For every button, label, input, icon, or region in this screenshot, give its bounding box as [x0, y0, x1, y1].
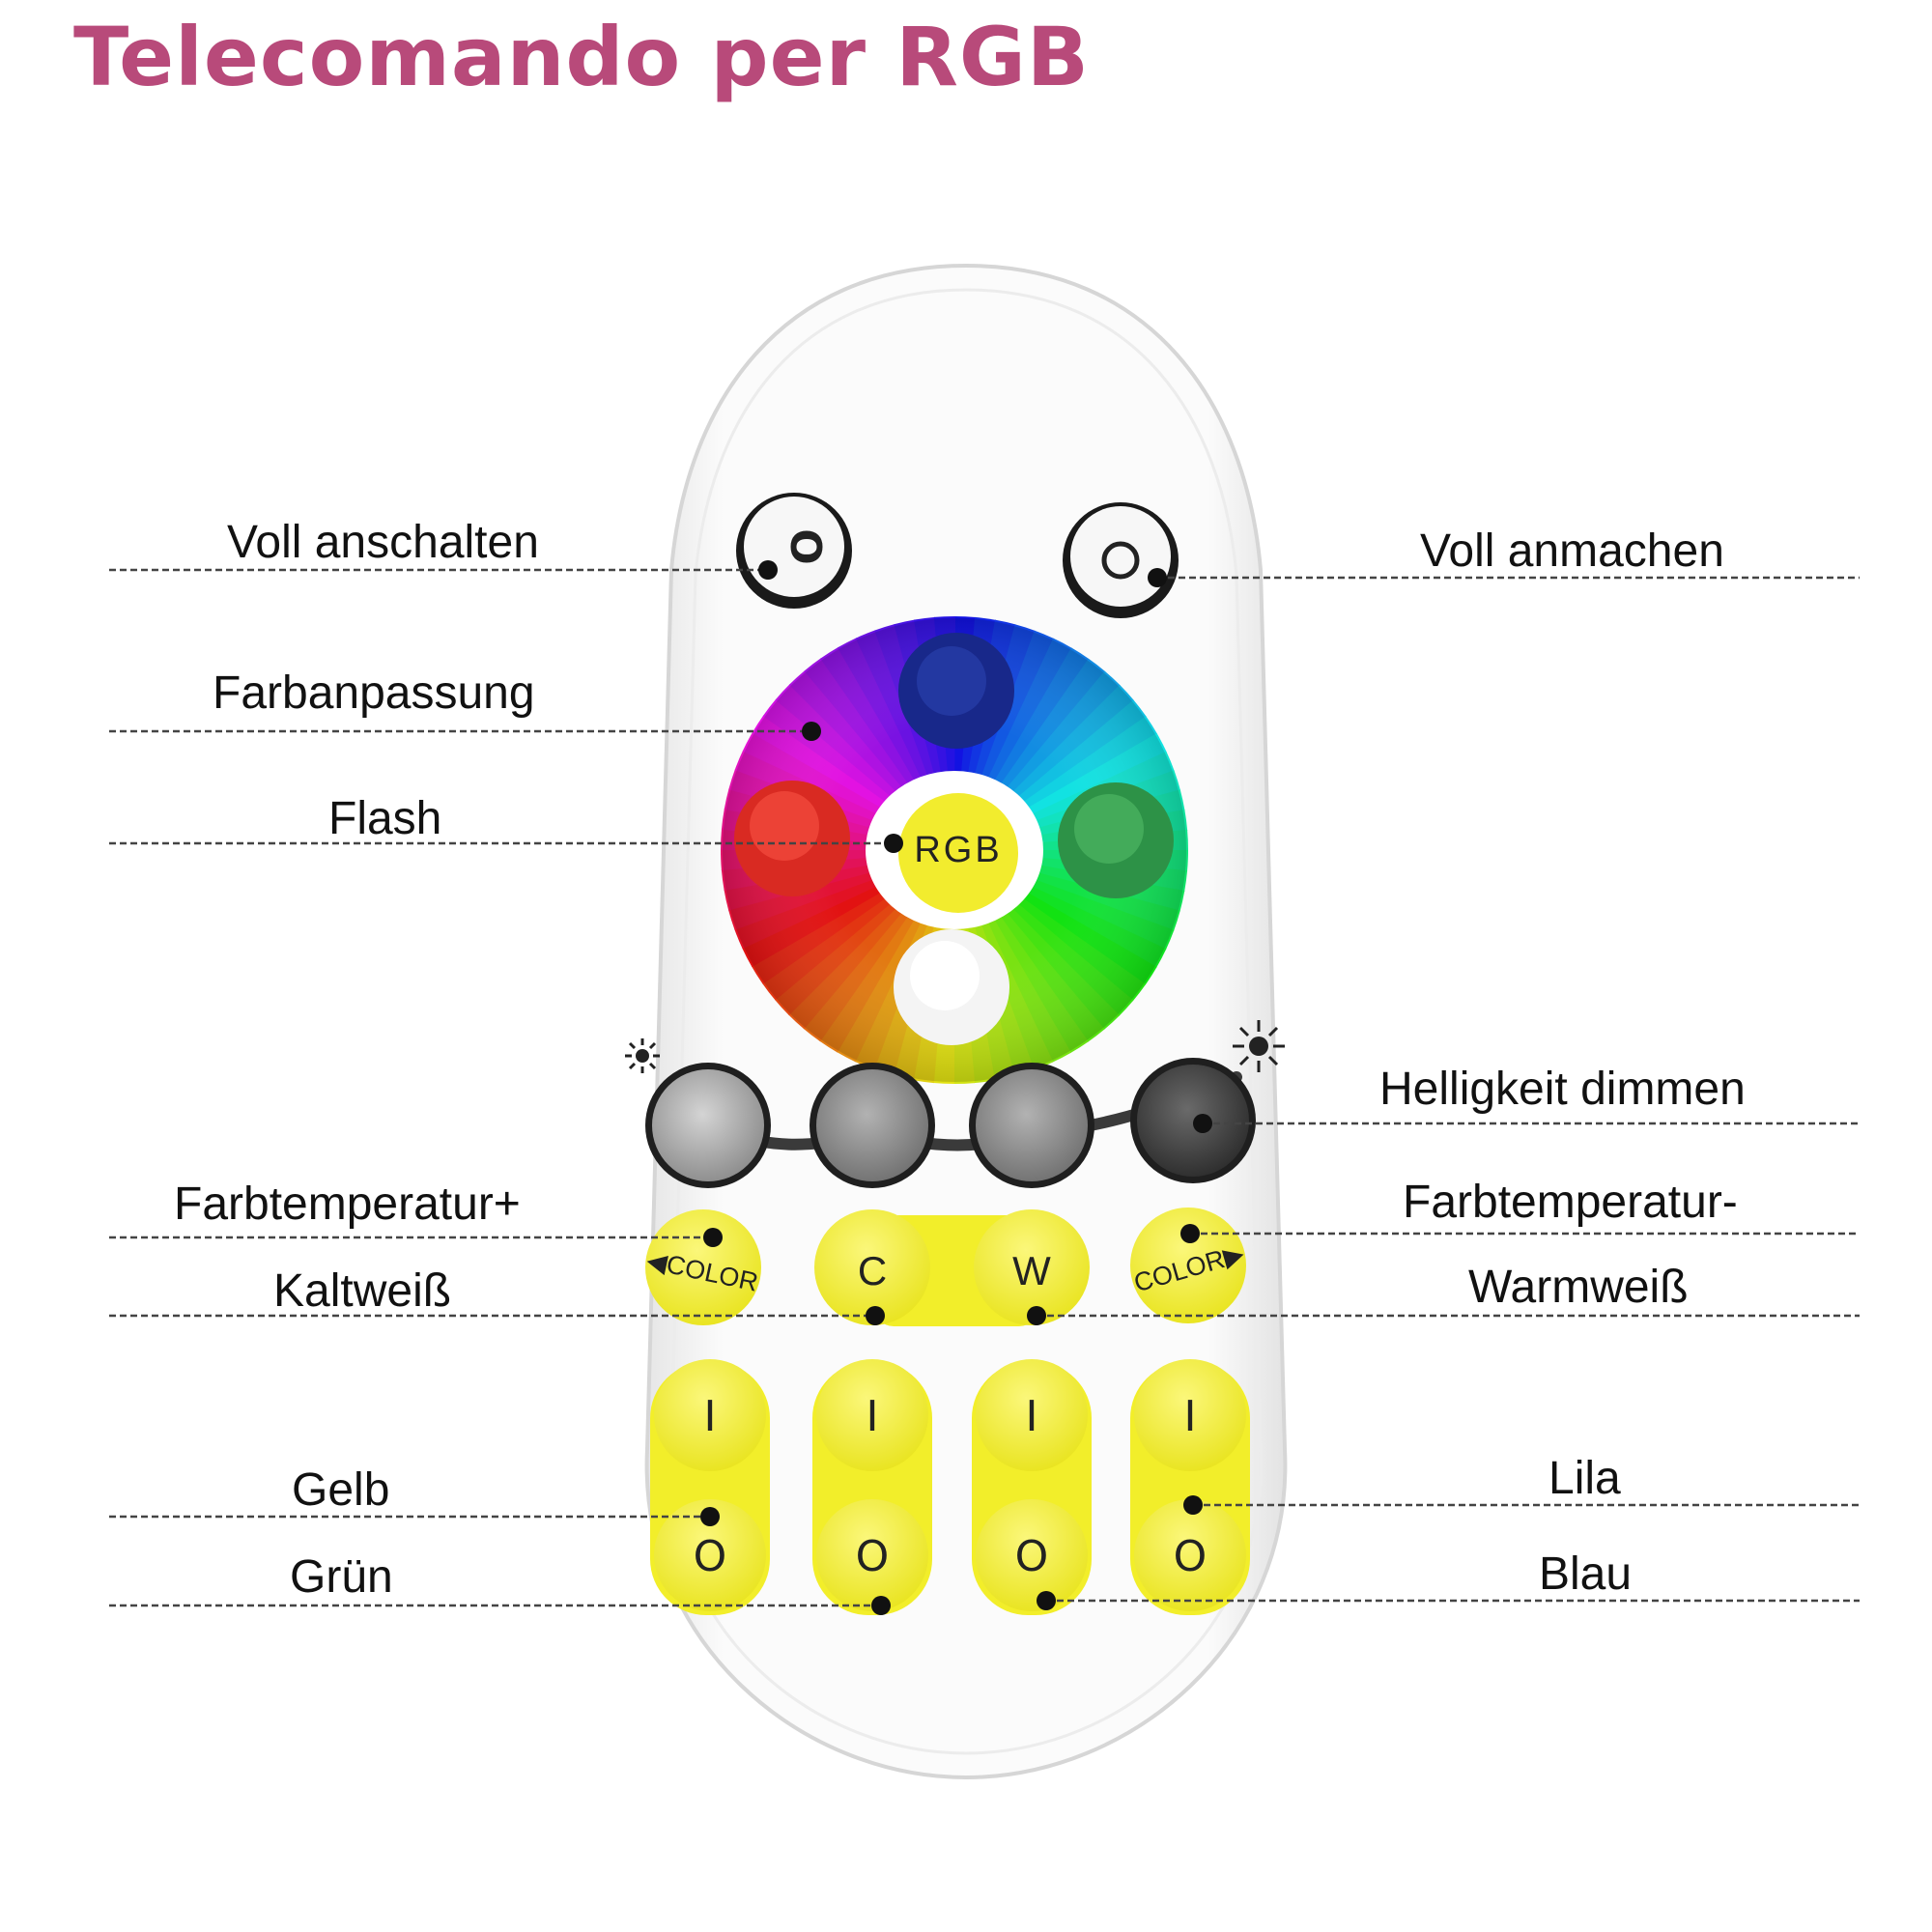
label-lila: Lila	[1548, 1453, 1621, 1504]
zone-button-off-glyph: O	[694, 1532, 727, 1581]
temperature-row: ◀COLOR C W COLOR▶	[644, 1208, 1247, 1326]
marker-kaltweiss	[866, 1306, 885, 1325]
green-color-button[interactable]	[1058, 782, 1174, 898]
power-on-ring-icon	[1101, 541, 1140, 580]
marker-farbtemperatur-minus	[1180, 1224, 1200, 1243]
brightness-level-3-button[interactable]	[969, 1063, 1094, 1188]
marker-warmweiss	[1027, 1306, 1046, 1325]
blue-color-button[interactable]	[898, 633, 1014, 749]
marker-farbtemperatur-plus	[703, 1228, 723, 1247]
marker-gruen	[871, 1596, 891, 1615]
zone-button-face	[1134, 1499, 1246, 1611]
zone-button-face	[654, 1359, 766, 1471]
zone-button-face	[816, 1499, 928, 1611]
brightness-high-icon	[1233, 1020, 1285, 1072]
zone-button-off-glyph: O	[1174, 1532, 1208, 1581]
red-color-button[interactable]	[734, 781, 850, 896]
zone-button-on-glyph: I	[867, 1392, 879, 1441]
marker-helligkeit-dimmen	[1193, 1114, 1212, 1133]
warm-white-button[interactable]: W	[974, 1209, 1090, 1325]
zone-button-face	[1134, 1359, 1246, 1471]
zone-button-on-glyph: I	[1184, 1392, 1197, 1441]
zone-button-face	[976, 1499, 1088, 1611]
cold-white-button[interactable]: C	[814, 1209, 930, 1325]
white-color-button[interactable]	[894, 929, 1009, 1045]
label-voll-anschalten: Voll anschalten	[227, 517, 539, 568]
page-title: Telecomando per RGB	[73, 10, 1090, 104]
warm-white-label: W	[1012, 1248, 1051, 1293]
label-voll-anmachen: Voll anmachen	[1420, 526, 1724, 577]
cold-white-label: C	[858, 1248, 887, 1293]
marker-lila	[1183, 1495, 1203, 1515]
marker-flash	[884, 834, 903, 853]
zone-button-on-glyph: I	[1026, 1392, 1038, 1441]
label-helligkeit-dimmen: Helligkeit dimmen	[1379, 1064, 1746, 1115]
label-gelb: Gelb	[292, 1464, 389, 1516]
brightness-level-1-button[interactable]	[645, 1063, 771, 1188]
zone-2-off-button[interactable]: O	[816, 1499, 928, 1611]
rgb-button-label: RGB	[914, 830, 1002, 870]
marker-gelb	[700, 1507, 720, 1526]
zone-button-face	[816, 1359, 928, 1471]
zone-4-rocker: IO	[1130, 1359, 1250, 1615]
marker-farbanpassung	[802, 722, 821, 741]
zone-2-rocker: IO	[812, 1359, 932, 1615]
zone-3-on-button[interactable]: I	[976, 1359, 1088, 1471]
power-off-button[interactable]: O	[736, 493, 852, 609]
callouts: Voll anschalten Voll anmachen Farbanpass…	[109, 517, 1860, 1615]
color-temp-right-button[interactable]: COLOR▶	[1130, 1208, 1247, 1323]
brightness-level-4-button[interactable]	[1130, 1058, 1256, 1183]
label-warmweiss: Warmweiß	[1468, 1262, 1689, 1313]
marker-voll-anmachen	[1148, 568, 1167, 587]
zone-1-off-button[interactable]: O	[654, 1499, 766, 1611]
label-farbanpassung: Farbanpassung	[213, 668, 535, 719]
color-wheel[interactable]: RGB	[720, 616, 1188, 1084]
remote-inner-edge	[669, 288, 1263, 1755]
label-kaltweiss: Kaltweiß	[273, 1265, 451, 1317]
zone-1-on-button[interactable]: I	[654, 1359, 766, 1471]
power-on-button[interactable]	[1063, 502, 1179, 618]
color-temp-left-button[interactable]: ◀COLOR	[644, 1209, 761, 1325]
zone-button-off-glyph: O	[856, 1532, 890, 1581]
rgb-button[interactable]: RGB	[866, 771, 1043, 929]
label-gruen: Grün	[290, 1551, 393, 1603]
power-off-glyph: O	[781, 528, 830, 564]
label-farbtemperatur-plus: Farbtemperatur+	[174, 1179, 521, 1230]
label-farbtemperatur-minus: Farbtemperatur-	[1403, 1177, 1738, 1228]
zone-4-off-button[interactable]: O	[1134, 1499, 1246, 1611]
zone-2-on-button[interactable]: I	[816, 1359, 928, 1471]
marker-blau	[1037, 1591, 1056, 1610]
zone-button-face	[654, 1499, 766, 1611]
brightness-row	[625, 1020, 1285, 1188]
label-blau: Blau	[1539, 1548, 1632, 1600]
brightness-low-icon	[625, 1038, 660, 1073]
zone-3-rocker: IO	[972, 1359, 1092, 1615]
zone-button-face	[976, 1359, 1088, 1471]
zone-1-rocker: IO	[650, 1359, 770, 1615]
zone-4-on-button[interactable]: I	[1134, 1359, 1246, 1471]
zone-button-off-glyph: O	[1015, 1532, 1049, 1581]
label-flash: Flash	[328, 793, 441, 844]
zone-button-on-glyph: I	[704, 1392, 717, 1441]
brightness-level-2-button[interactable]	[810, 1063, 935, 1188]
marker-voll-anschalten	[758, 560, 778, 580]
zone-3-off-button[interactable]: O	[976, 1499, 1088, 1611]
